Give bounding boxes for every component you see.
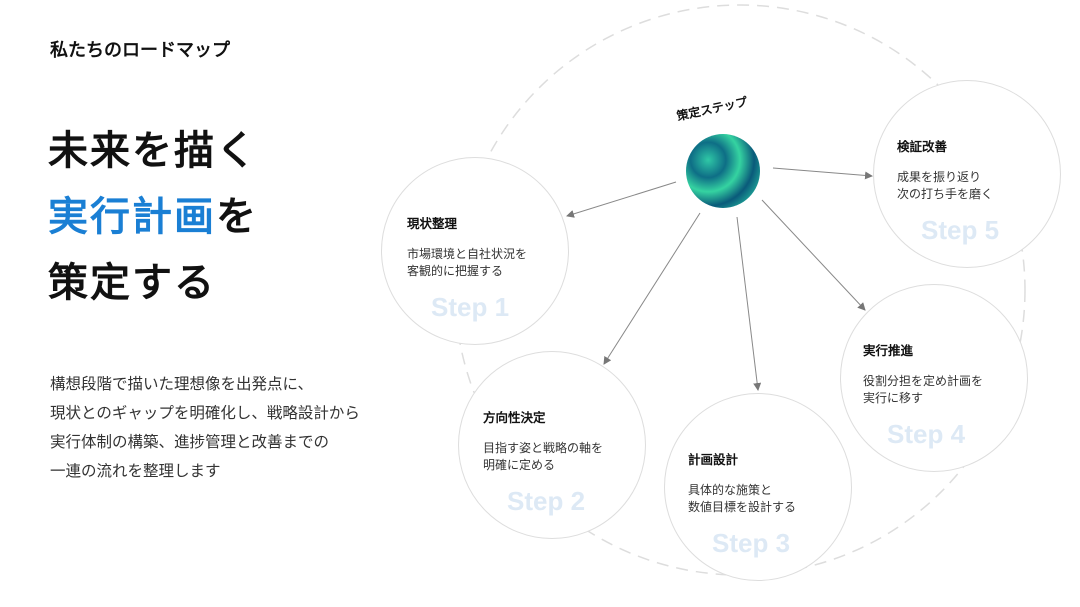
step-card-5: 検証改善 成果を振り返り次の打ち手を磨く Step 5 <box>873 80 1061 268</box>
step-desc: 市場環境と自社状況を客観的に把握する <box>407 247 528 278</box>
step-title: 現状整理 <box>407 216 458 231</box>
description-line: 構想段階で描いた理想像を出発点に、 <box>50 375 314 393</box>
headline-line3: 策定する <box>48 260 216 306</box>
step-desc: 成果を振り返り次の打ち手を磨く <box>897 170 994 201</box>
description: 構想段階で描いた理想像を出発点に、 現状とのギャップを明確化し、戦略設計から 実… <box>50 370 360 486</box>
step-number: Step 2 <box>507 486 586 516</box>
step-title: 実行推進 <box>863 343 914 358</box>
arrow-step1 <box>566 181 677 218</box>
headline: 未来を描く 実行計画を 策定する <box>48 118 258 316</box>
step-desc: 役割分担を定め計画を実行に移す <box>863 374 984 405</box>
headline-line2-rest: を <box>216 194 258 240</box>
step-number: Step 5 <box>921 215 1000 245</box>
description-line: 一連の流れを整理します <box>50 462 221 480</box>
step-desc: 具体的な施策と数値目標を設計する <box>688 483 797 514</box>
step-number: Step 1 <box>431 292 510 322</box>
step-number: Step 3 <box>712 528 791 558</box>
description-line: 現状とのギャップを明確化し、戦略設計から <box>50 404 360 422</box>
step-title: 計画設計 <box>688 452 739 467</box>
step-card-1: 現状整理 市場環境と自社状況を客観的に把握する Step 1 <box>381 157 569 345</box>
description-line: 実行体制の構築、進捗管理と改善までの <box>50 433 330 451</box>
step-title: 検証改善 <box>897 139 948 154</box>
step-card-2: 方向性決定 目指す姿と戦略の軸を明確に定める Step 2 <box>458 351 646 539</box>
headline-accent: 実行計画 <box>48 194 216 240</box>
step-desc: 目指す姿と戦略の軸を明確に定める <box>483 441 604 472</box>
arrow-step3 <box>736 216 762 391</box>
arrow-step2 <box>603 212 701 365</box>
step-card-4: 実行推進 役割分担を定め計画を実行に移す Step 4 <box>840 284 1028 472</box>
step-title: 方向性決定 <box>483 410 546 425</box>
headline-line1: 未来を描く <box>48 128 258 174</box>
step-number: Step 4 <box>887 419 966 449</box>
hub-image <box>686 134 760 208</box>
arrow-step5 <box>772 167 873 180</box>
kicker-title: 私たちのロードマップ <box>50 40 230 61</box>
step-card-3: 計画設計 具体的な施策と数値目標を設計する Step 3 <box>664 393 852 581</box>
arrow-step4 <box>761 199 866 311</box>
